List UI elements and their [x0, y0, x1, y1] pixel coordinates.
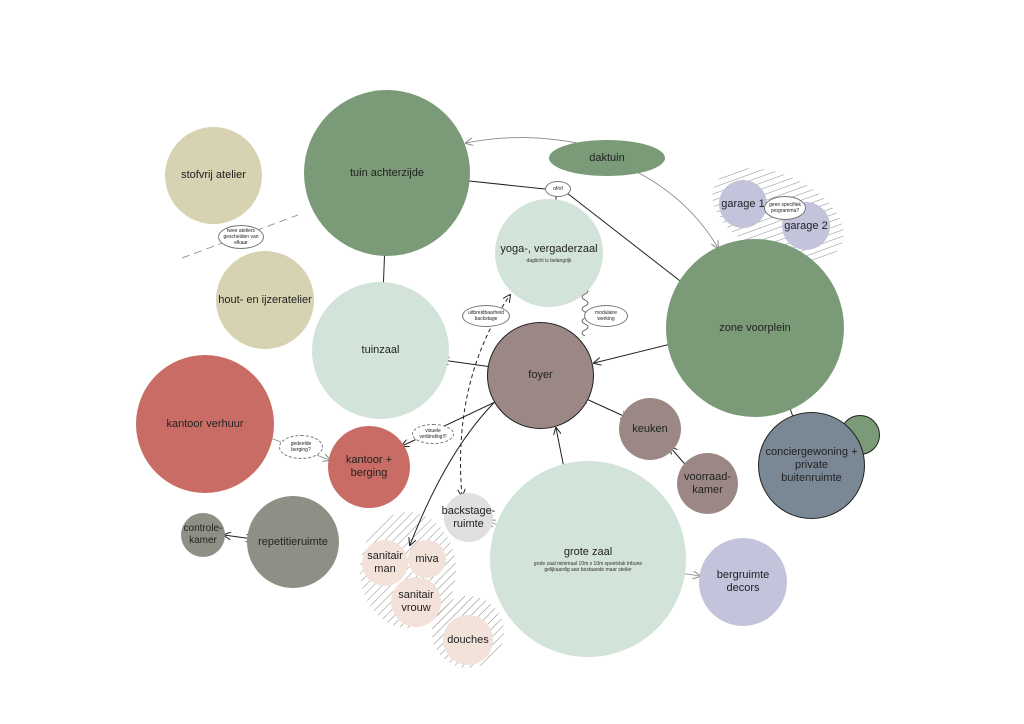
backstage-label: backstage-ruimte: [441, 504, 496, 530]
grote-zaal-sublabel: grote zaal minimaal 10m x 10m speelvlak …: [533, 560, 643, 573]
conciergewoning-label: conciergewoning + private buitenruimte: [765, 446, 858, 484]
hout-ijzeratelier-label: hout- en ijzeratelier: [218, 293, 312, 306]
hout-ijzeratelier-bubble: hout- en ijzeratelier: [216, 251, 314, 349]
voorraadkamer-bubble: voorraad-kamer: [677, 453, 738, 514]
kantoor-berging-bubble: kantoor + berging: [328, 426, 410, 508]
link-of-tuin: [460, 180, 546, 190]
note-uitbreidbaarheid-text: uitbreidbaarheid backstage: [468, 310, 504, 322]
douches-bubble: douches: [443, 615, 493, 665]
garage1-label: garage 1: [721, 197, 765, 210]
atelier-separator-line: [181, 214, 299, 259]
note-gedeelde: gedeelde berging?: [279, 435, 323, 459]
kantoor-berging-label: kantoor + berging: [345, 454, 393, 479]
repetitieruimte-label: repetitieruimte: [258, 535, 328, 548]
sanitair-man-bubble: sanitair man: [362, 540, 408, 586]
voorraadkamer-label: voorraad-kamer: [683, 470, 732, 496]
daktuin-bubble: daktuin: [549, 140, 665, 176]
note-twee-ateliers: twee ateliers gescheiden van elkaar: [218, 225, 264, 249]
miva-label: miva: [415, 552, 439, 565]
daktuin-label: daktuin: [589, 151, 625, 164]
conciergewoning-bubble: conciergewoning + private buitenruimte: [758, 412, 865, 519]
bergruimte-label: bergruimte decors: [716, 569, 770, 594]
repetitieruimte-bubble: repetitieruimte: [247, 496, 339, 588]
note-visuele: visuele verbinding!!!: [412, 424, 454, 444]
yoga-sublabel: daglicht is belangrijk: [526, 257, 572, 264]
kantoor-verhuur-label: kantoor verhuur: [166, 417, 244, 430]
garage2-label: garage 2: [784, 219, 828, 232]
note-of: of/of: [545, 181, 571, 197]
stofvrij-atelier-label: stofvrij atelier: [181, 169, 246, 181]
controlekamer-label: controle-kamer: [183, 523, 223, 546]
yoga-label: yoga-, vergaderzaal: [500, 242, 598, 255]
tuin-achterzijde-label: tuin achterzijde: [350, 166, 424, 179]
note-modulaire: modulaire werking: [584, 305, 628, 327]
link-daktuin-voorplein: [636, 171, 718, 248]
foyer-bubble: foyer: [487, 322, 594, 429]
note-modulaire-text: modulaire werking: [595, 310, 617, 322]
sanitair-man-label: sanitair man: [367, 550, 403, 575]
note-twee-ateliers-text: twee ateliers gescheiden van elkaar: [223, 228, 259, 246]
link-foyer-keuken: [582, 397, 628, 418]
zone-voorplein-label: zone voorplein: [719, 321, 791, 334]
controlekamer-bubble: controle-kamer: [181, 513, 225, 557]
douches-label: douches: [447, 633, 489, 646]
note-uitbreidbaarheid: uitbreidbaarheid backstage: [462, 305, 510, 327]
tuin-achterzijde-bubble: tuin achterzijde: [304, 90, 470, 256]
miva-bubble: miva: [408, 540, 446, 578]
tuinzaal-label: tuinzaal: [361, 344, 400, 356]
note-of-text: of/of: [553, 186, 563, 192]
note-geen-programma-text: geen specifiek programma?: [769, 202, 801, 214]
garage1-bubble: garage 1: [719, 180, 767, 228]
grote-zaal-bubble: grote zaal grote zaal minimaal 10m x 10m…: [490, 461, 686, 657]
foyer-label: foyer: [528, 369, 553, 381]
kantoor-verhuur-bubble: kantoor verhuur: [136, 355, 274, 493]
bergruimte-decors-bubble: bergruimte decors: [699, 538, 787, 626]
keuken-label: keuken: [632, 422, 668, 435]
note-visuele-text: visuele verbinding!!!: [419, 428, 447, 440]
backstage-bubble: backstage-ruimte: [441, 493, 496, 542]
grote-zaal-label: grote zaal: [563, 545, 613, 558]
tuinzaal-bubble: tuinzaal: [312, 282, 449, 419]
stofvrij-atelier-bubble: stofvrij atelier: [165, 127, 262, 224]
sanitair-vrouw-bubble: sanitair vrouw: [391, 577, 441, 627]
note-geen-programma: geen specifiek programma?: [764, 196, 806, 220]
zone-voorplein-bubble: zone voorplein: [666, 239, 844, 417]
yoga-vergaderzaal-bubble: yoga-, vergaderzaal daglicht is belangri…: [495, 199, 603, 307]
keuken-bubble: keuken: [619, 398, 681, 460]
note-gedeelde-text: gedeelde berging?: [290, 441, 312, 453]
link-of-voorplein: [566, 192, 693, 291]
sanitair-vrouw-label: sanitair vrouw: [398, 589, 434, 614]
